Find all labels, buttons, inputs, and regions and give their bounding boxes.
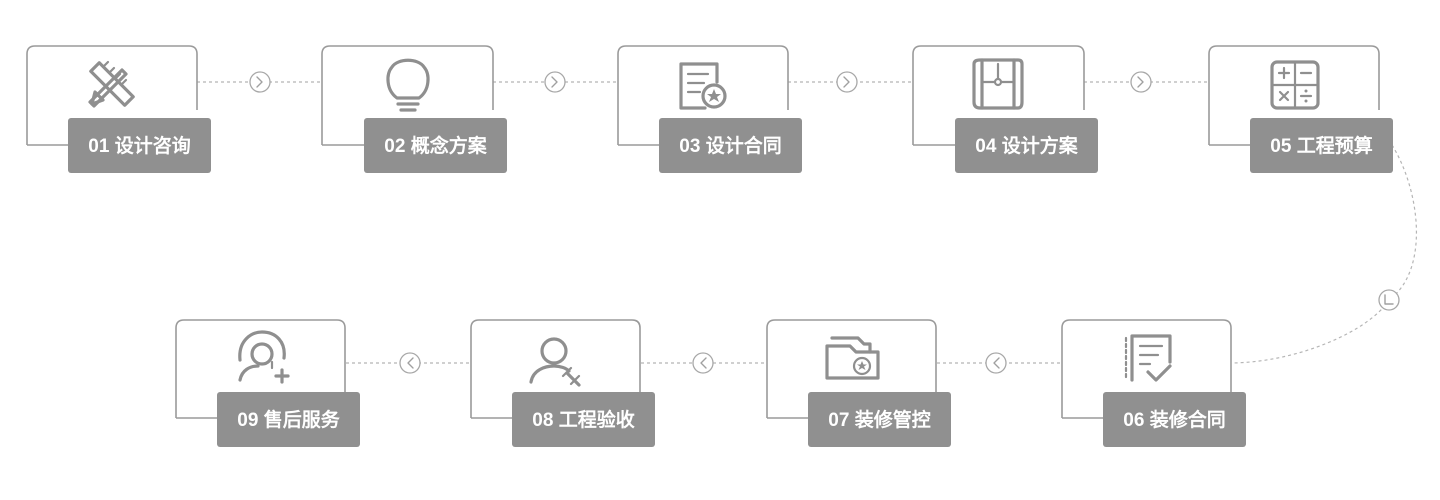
chevron-left-icon <box>399 352 421 374</box>
chevron-left-icon <box>985 352 1007 374</box>
inspector-icon <box>529 337 581 387</box>
step-02: 02 概念方案 <box>321 45 507 173</box>
step-04: 04 设计方案 <box>912 45 1098 173</box>
blueprint-icon <box>972 58 1024 110</box>
chevron-corner-icon <box>1378 289 1400 311</box>
support-icon <box>238 330 290 384</box>
step-label: 03 设计合同 <box>679 134 781 157</box>
connector-nodes <box>249 71 1400 374</box>
step-01: 01 设计咨询 <box>26 45 211 173</box>
step-06: 06 装修合同 <box>1061 319 1246 447</box>
step-label: 09 售后服务 <box>237 408 340 431</box>
step-07: 07 装修管控 <box>766 319 951 447</box>
step-label: 04 设计方案 <box>975 134 1078 157</box>
folder-icon <box>825 336 880 380</box>
chevron-right-icon <box>836 71 858 93</box>
chevron-right-icon <box>249 71 271 93</box>
step-09: 09 售后服务 <box>175 319 360 447</box>
step-label: 05 工程预算 <box>1270 134 1372 157</box>
contract-icon <box>679 62 727 110</box>
chevron-left-icon <box>692 352 714 374</box>
calculator-icon <box>1270 60 1320 110</box>
connector-5-6 <box>1231 144 1417 364</box>
chevron-right-icon <box>1130 71 1152 93</box>
step-label: 08 工程验收 <box>532 408 634 431</box>
ruler-pencil-icon <box>88 60 135 108</box>
step-05: 05 工程预算 <box>1208 45 1393 173</box>
checklist-icon <box>1124 334 1172 382</box>
lightbulb-icon <box>386 58 430 112</box>
step-label: 02 概念方案 <box>384 134 487 157</box>
chevron-right-icon <box>544 71 566 93</box>
step-label: 01 设计咨询 <box>88 134 190 157</box>
step-03: 03 设计合同 <box>617 45 802 173</box>
step-label: 07 装修管控 <box>828 408 930 431</box>
step-08: 08 工程验收 <box>470 319 655 447</box>
step-label: 06 装修合同 <box>1123 408 1225 431</box>
